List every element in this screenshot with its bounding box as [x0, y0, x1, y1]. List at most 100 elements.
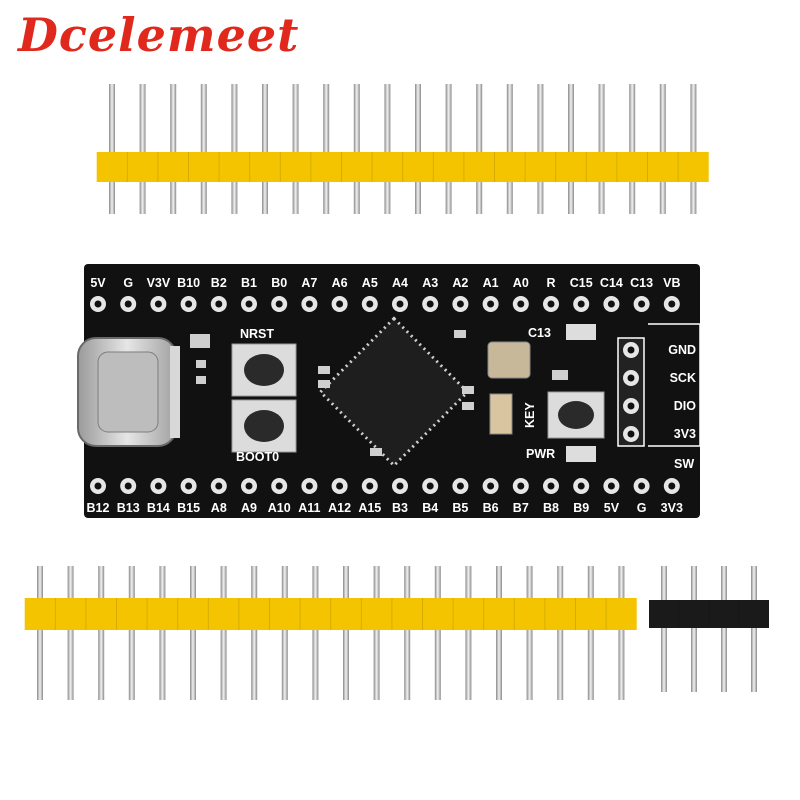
- bottom-pin-label: B14: [147, 501, 170, 515]
- top-pin-label: C13: [630, 276, 653, 290]
- bottom-header-pin: [373, 566, 380, 700]
- top-pin-label: A5: [362, 276, 378, 290]
- top-header-pin: [200, 84, 207, 214]
- top-pin-label: R: [546, 276, 555, 290]
- bottom-header-pin: [67, 566, 74, 700]
- nrst-button: [231, 343, 297, 397]
- swd-pin-label: SCK: [670, 371, 696, 385]
- top-pin-label: B2: [211, 276, 227, 290]
- bottom-pin-label: A9: [241, 501, 257, 515]
- top-pin-label: A7: [301, 276, 317, 290]
- black-header-pin: [721, 566, 727, 692]
- crystal: [487, 341, 531, 379]
- top-pin-label: V3V: [147, 276, 171, 290]
- top-header-pin: [323, 84, 330, 214]
- top-pin-label: VB: [663, 276, 680, 290]
- mcu-chip: [318, 316, 470, 468]
- swd-pin-label: GND: [668, 343, 696, 357]
- bottom-header-pin: [190, 566, 196, 700]
- bottom-pin-label: B12: [87, 501, 110, 515]
- bottom-pin-label: G: [637, 501, 647, 515]
- swd-pin-label: 3V3: [674, 427, 696, 441]
- bottom-pin-label: B13: [117, 501, 140, 515]
- top-header-pin: [476, 84, 483, 214]
- swd-header: [617, 323, 701, 447]
- top-pin-label: B10: [177, 276, 200, 290]
- top-header-pin: [568, 84, 574, 214]
- top-pin-label: A2: [452, 276, 468, 290]
- top-header-pin: [139, 84, 146, 214]
- black-header-plastic: [649, 600, 769, 628]
- pin-header-bottom: [24, 566, 637, 700]
- pin-header-top: [96, 84, 709, 214]
- swd-footer: SW: [674, 457, 694, 471]
- top-header-pin: [170, 84, 177, 214]
- smd-components: [190, 330, 568, 456]
- swd-labels: GND SCK DIO 3V3: [668, 343, 696, 441]
- bottom-pin-label: B5: [452, 501, 468, 515]
- bottom-header-pin: [281, 566, 288, 700]
- bottom-header-pin: [159, 566, 166, 700]
- bottom-pin-label: A8: [211, 501, 227, 515]
- top-header-pin: [292, 84, 299, 214]
- key-label: KEY: [523, 402, 537, 428]
- bottom-header-pin: [404, 566, 411, 700]
- bottom-header-pin: [465, 566, 472, 700]
- top-pin-label: B0: [271, 276, 287, 290]
- top-header-pin: [415, 84, 421, 214]
- top-header-pin: [384, 84, 391, 214]
- top-pin-label: C14: [600, 276, 623, 290]
- bottom-header-pin: [434, 566, 441, 700]
- top-header-pin: [445, 84, 452, 214]
- usb-c-connector: [77, 337, 180, 447]
- nrst-label: NRST: [240, 327, 274, 341]
- top-header-pin: [353, 84, 360, 214]
- bottom-header-pin: [526, 566, 533, 700]
- top-header-pin: [506, 84, 513, 214]
- top-header-pin: [598, 84, 605, 214]
- bottom-pin-label: B7: [513, 501, 529, 515]
- bottom-pin-label: B8: [543, 501, 559, 515]
- top-header-pin: [659, 84, 666, 214]
- top-pin-label: C15: [570, 276, 593, 290]
- top-header-pin: [231, 84, 238, 214]
- pin-header-4pin-black: [649, 566, 769, 692]
- bottom-pin-label: A10: [268, 501, 291, 515]
- bottom-pin-label: B4: [422, 501, 438, 515]
- swd-pin-label: DIO: [674, 399, 697, 413]
- bottom-header-pin: [220, 566, 227, 700]
- bottom-pin-label: B9: [573, 501, 589, 515]
- bottom-pin-label: 5V: [604, 501, 620, 515]
- boot0-button: [231, 399, 297, 453]
- c13-label: C13: [528, 326, 551, 340]
- bottom-pin-holes: [90, 478, 680, 494]
- bottom-pin-label: A15: [358, 501, 381, 515]
- top-pin-label: G: [123, 276, 133, 290]
- bottom-header-pin: [496, 566, 502, 700]
- top-header-plastic: [96, 152, 709, 182]
- brand-logo: Dcelemeet: [18, 8, 300, 62]
- top-pin-label: A0: [513, 276, 529, 290]
- top-pin-label: 5V: [90, 276, 106, 290]
- top-pin-label: A6: [332, 276, 348, 290]
- bottom-header-pin: [128, 566, 135, 700]
- top-pin-label: A1: [483, 276, 499, 290]
- pwr-label: PWR: [526, 447, 555, 461]
- bottom-header-pin: [618, 566, 625, 700]
- key-button: [547, 391, 605, 439]
- bottom-header-plastic: [24, 598, 637, 630]
- bottom-header-pin: [587, 566, 594, 700]
- bottom-pin-label: A12: [328, 501, 351, 515]
- bottom-pin-label: B3: [392, 501, 408, 515]
- bottom-pin-label: A11: [298, 501, 320, 515]
- top-pin-label: B1: [241, 276, 257, 290]
- black-header-pin: [751, 566, 757, 692]
- boot0-label: BOOT0: [236, 450, 279, 464]
- bottom-header-pin: [98, 566, 105, 700]
- top-pin-holes: [90, 296, 680, 312]
- black-header-pin: [661, 566, 667, 692]
